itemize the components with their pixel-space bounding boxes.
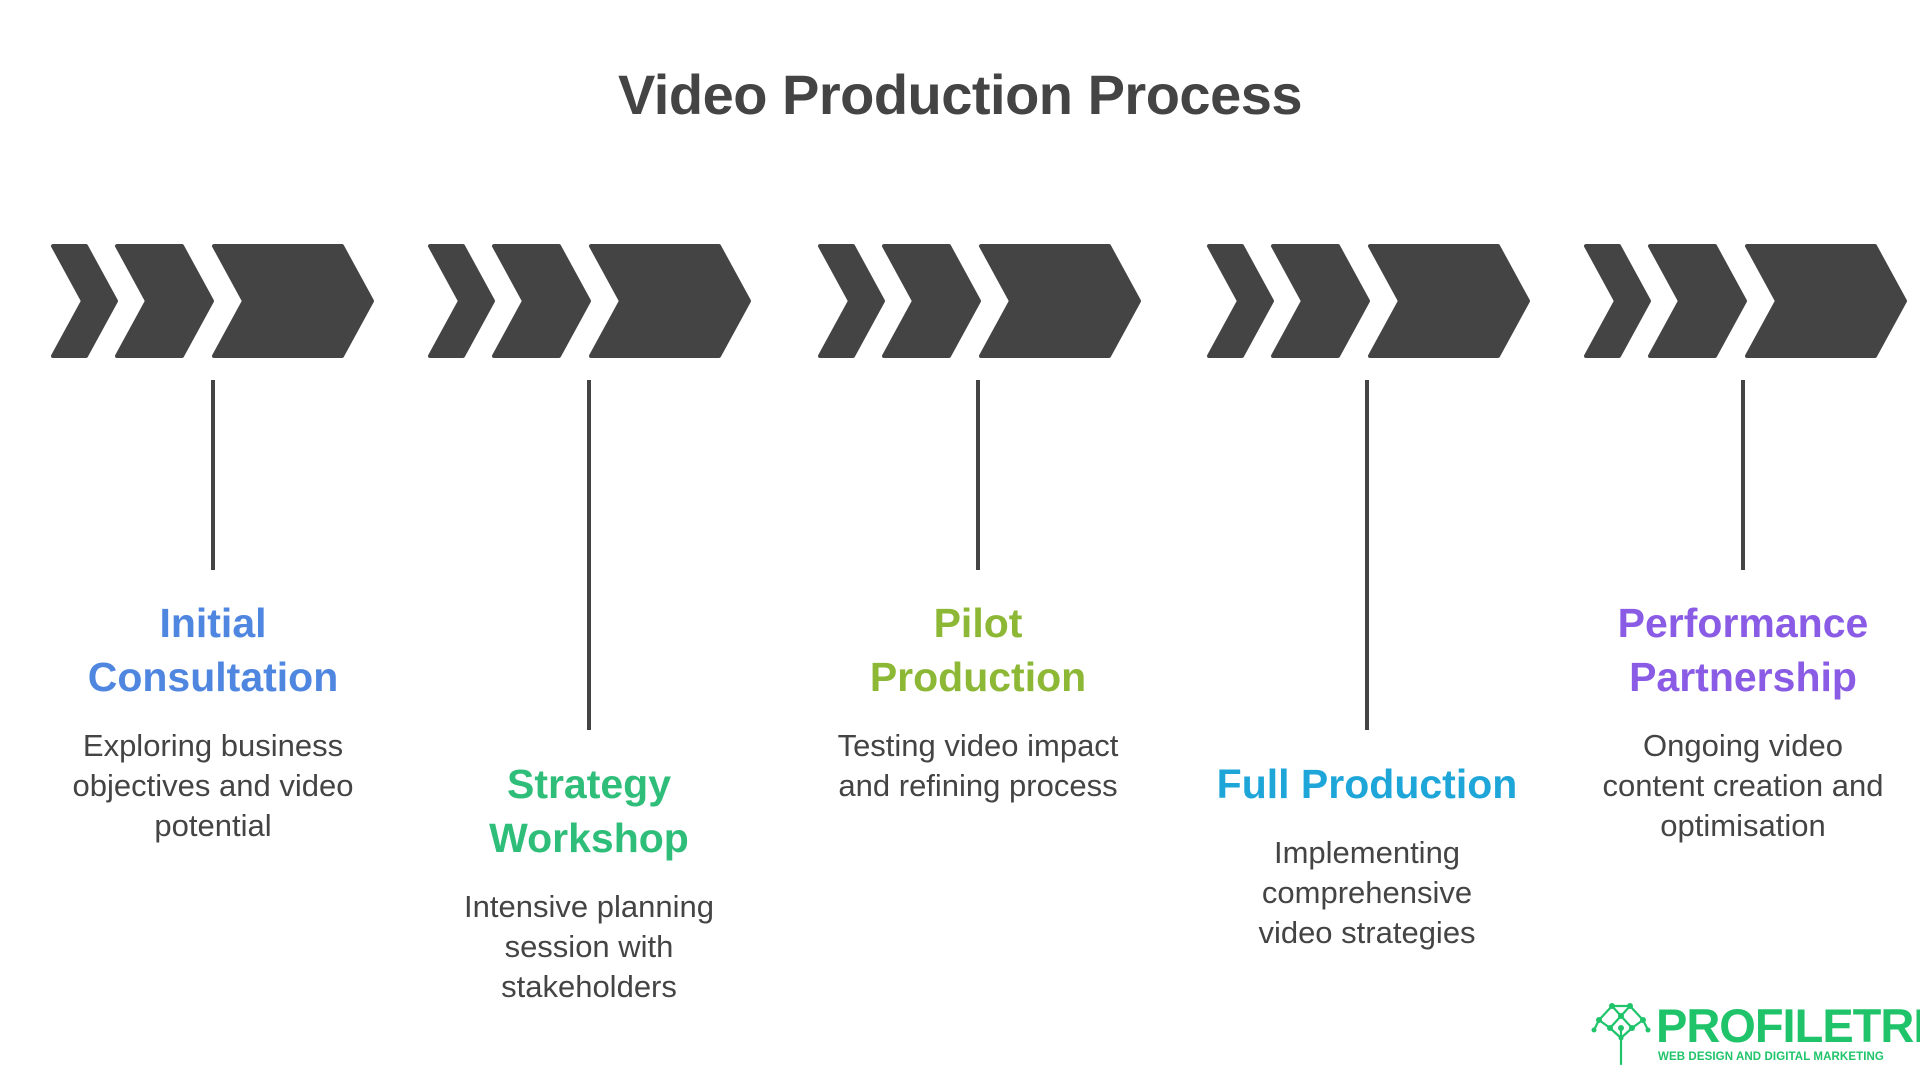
logo-tagline: WEB DESIGN AND DIGITAL MARKETING [1658, 1051, 1884, 1063]
stage-full-production: Full Production Implementing comprehensi… [1192, 757, 1542, 953]
stage-performance-partnership: Performance Partnership Ongoing video co… [1568, 596, 1918, 846]
stage-description: Implementing comprehensive video strateg… [1258, 835, 1476, 950]
stage-name: Pilot Production [869, 600, 1087, 700]
chevron-small-1b [115, 244, 214, 358]
stage-description: Ongoing video content creation and optim… [1602, 728, 1884, 843]
chevron-small-1a [51, 244, 118, 358]
chevron-small-3a [818, 244, 885, 358]
chevron-small-2b [492, 244, 591, 358]
chevron-large-3 [979, 244, 1141, 358]
chevron-small-3b [882, 244, 981, 358]
stage-name: Strategy Workshop [489, 761, 689, 861]
chevron-small-5a [1584, 244, 1651, 358]
chevron-large-1 [212, 244, 374, 358]
profiletree-logo: PROFILETREE WEB DESIGN AND DIGITAL MARKE… [1590, 998, 1920, 1068]
stage-name: Performance Partnership [1617, 600, 1869, 700]
stage-description: Intensive planning session with stakehol… [464, 889, 714, 1004]
stage-initial-consultation: Initial Consultation Exploring business … [38, 596, 388, 846]
tree-network-icon [1591, 1003, 1651, 1066]
diagram-title: Video Production Process [617, 63, 1303, 126]
stage-description: Testing video impact and refining proces… [837, 728, 1119, 803]
chevron-large-5 [1745, 244, 1907, 358]
stage-strategy-workshop: Strategy Workshop Intensive planning ses… [414, 757, 764, 1007]
chevron-small-4a [1207, 244, 1274, 358]
stage-pilot-production: Pilot Production Testing video impact an… [803, 596, 1153, 806]
chevron-small-2a [428, 244, 495, 358]
stage-name: Initial Consultation [87, 600, 339, 700]
logo-wordmark: PROFILETREE [1656, 999, 1920, 1052]
chevron-small-4b [1271, 244, 1370, 358]
chevron-large-4 [1368, 244, 1530, 358]
chevron-large-2 [589, 244, 751, 358]
stage-name: Full Production [1216, 761, 1518, 807]
stage-description: Exploring business objectives and video … [72, 728, 354, 843]
chevron-small-5b [1648, 244, 1747, 358]
